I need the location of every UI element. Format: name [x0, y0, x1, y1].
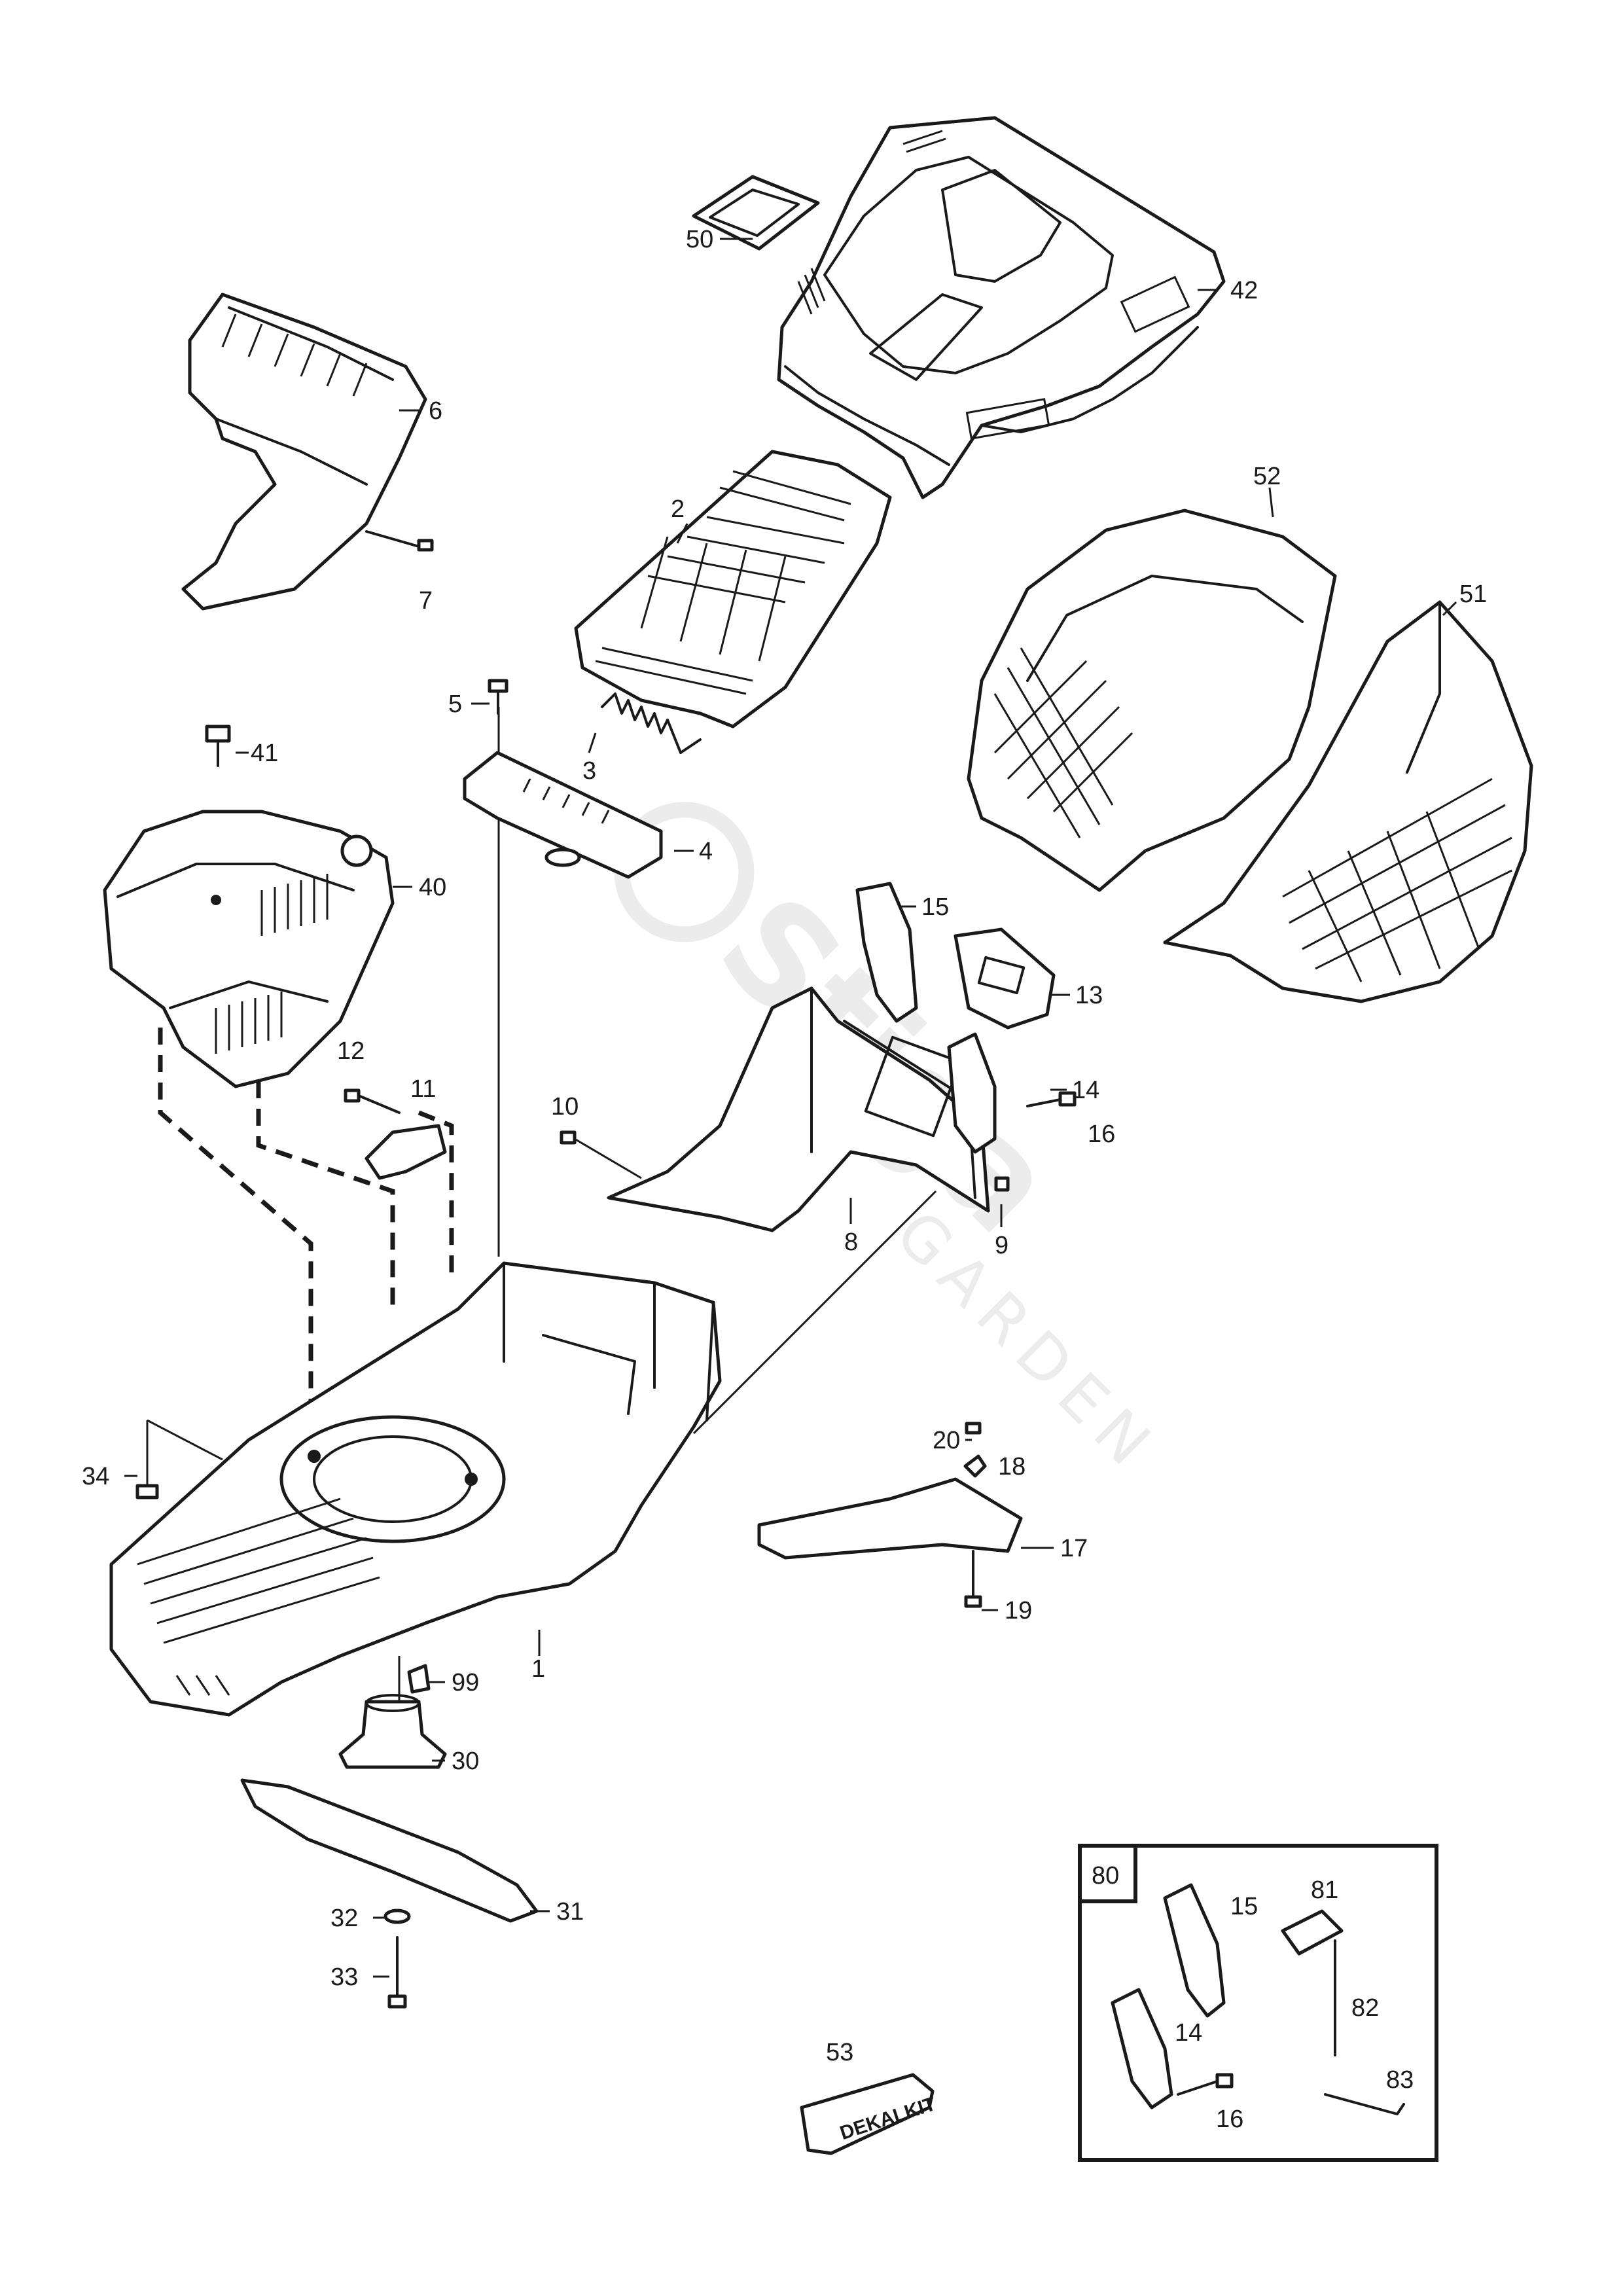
part-17-mulch-plate	[757, 1477, 1023, 1560]
callout-19: 19	[1005, 1597, 1032, 1624]
part-1-mower-deck	[109, 1261, 722, 1717]
kit-callout-81: 81	[1311, 1876, 1338, 1904]
callout-8: 8	[844, 1229, 858, 1256]
part-41-engine	[103, 810, 395, 1088]
callout-31: 31	[556, 1898, 584, 1926]
part-51-lid-window	[692, 175, 820, 251]
callout-17: 17	[1060, 1535, 1088, 1562]
part-99-decal-kit: DEKALKIT	[800, 2073, 938, 2155]
part-53-grass-bag	[967, 509, 1337, 892]
callout-32: 32	[330, 1905, 358, 1932]
callout-3: 3	[582, 757, 596, 785]
callout-12: 12	[337, 1037, 365, 1065]
kit-callout-14: 14	[1175, 2019, 1202, 2047]
callout-80: 80	[1092, 1862, 1119, 1890]
part-31-blade	[240, 1778, 539, 1923]
callout-34: 99	[452, 1669, 479, 1696]
callout-16: 16	[1088, 1121, 1115, 1148]
part-30-blade-adapter	[338, 1694, 447, 1769]
callout-18: 18	[998, 1453, 1026, 1480]
callout-leaders	[124, 238, 1457, 1978]
kit-callout-83: 83	[1386, 2066, 1414, 2094]
part-3-spring	[601, 692, 702, 754]
callout-15: 15	[921, 893, 949, 921]
callout-10: 10	[551, 1093, 579, 1121]
part-20-nut	[965, 1422, 982, 1435]
kit-callout-82: 82	[1351, 1994, 1379, 2022]
part-7-screw	[365, 530, 434, 552]
callout-30: 30	[452, 1748, 479, 1775]
part-32-washer	[383, 1909, 411, 1924]
callout-5: 5	[448, 691, 462, 718]
part-42-bolt	[205, 725, 231, 767]
callout-99: 53	[826, 2039, 853, 2066]
part-18-wing-nut	[963, 1454, 987, 1478]
callout-51: 50	[686, 226, 713, 253]
callout-41: 40	[419, 874, 446, 901]
part-14-bracket	[947, 1032, 997, 1154]
callout-14: 14	[1072, 1077, 1099, 1104]
callout-42: 41	[251, 740, 278, 767]
callout-labels: 50 42 6 7 2 52 51 5 3 41 4 40 15 13 14 1…	[82, 226, 1487, 2133]
callout-6: 6	[429, 397, 442, 425]
callout-7: 7	[419, 587, 433, 615]
callout-13: 13	[1075, 982, 1103, 1009]
callout-9: 9	[995, 1232, 1008, 1259]
part-19-bolt	[964, 1550, 982, 1608]
part-33-blade-bolt	[387, 1936, 407, 2009]
callout-4: 4	[699, 838, 713, 865]
watermark-sub: GARDEN	[882, 1197, 1171, 1487]
part-13-handle	[954, 927, 1056, 1030]
kit-80-box	[1078, 1844, 1438, 2162]
callout-11: 11	[410, 1075, 436, 1103]
part-9-screw	[994, 1176, 1010, 1192]
part-6-rear-cover	[181, 293, 427, 611]
part-15-bracket	[855, 882, 918, 1023]
callout-50: 42	[1230, 277, 1258, 304]
part-2-engine-cover	[574, 450, 892, 728]
callout-40: 34	[82, 1463, 109, 1490]
part-40-screw	[135, 1419, 223, 1499]
callout-33: 33	[330, 1964, 358, 1991]
part-12-screw	[344, 1088, 401, 1114]
part-4-hinge-bracket	[463, 751, 663, 879]
kit-callout-16: 16	[1216, 2106, 1243, 2133]
part-16-screw	[1026, 1091, 1077, 1107]
part-52-grass-bag-outer	[1163, 600, 1533, 1003]
part-10-screw	[560, 1130, 642, 1179]
part-50-grass-box-lid	[777, 116, 1226, 499]
callout-52: 51	[1459, 581, 1487, 608]
callout-1: 1	[531, 1655, 545, 1683]
part-34-key	[407, 1664, 431, 1694]
callout-20: 20	[933, 1427, 960, 1454]
callout-53: 52	[1253, 463, 1281, 490]
kit-callout-15: 15	[1230, 1893, 1258, 1920]
part-5-bolt	[488, 679, 508, 715]
part-11-cable-clip	[365, 1124, 447, 1180]
callout-2: 2	[671, 495, 685, 523]
